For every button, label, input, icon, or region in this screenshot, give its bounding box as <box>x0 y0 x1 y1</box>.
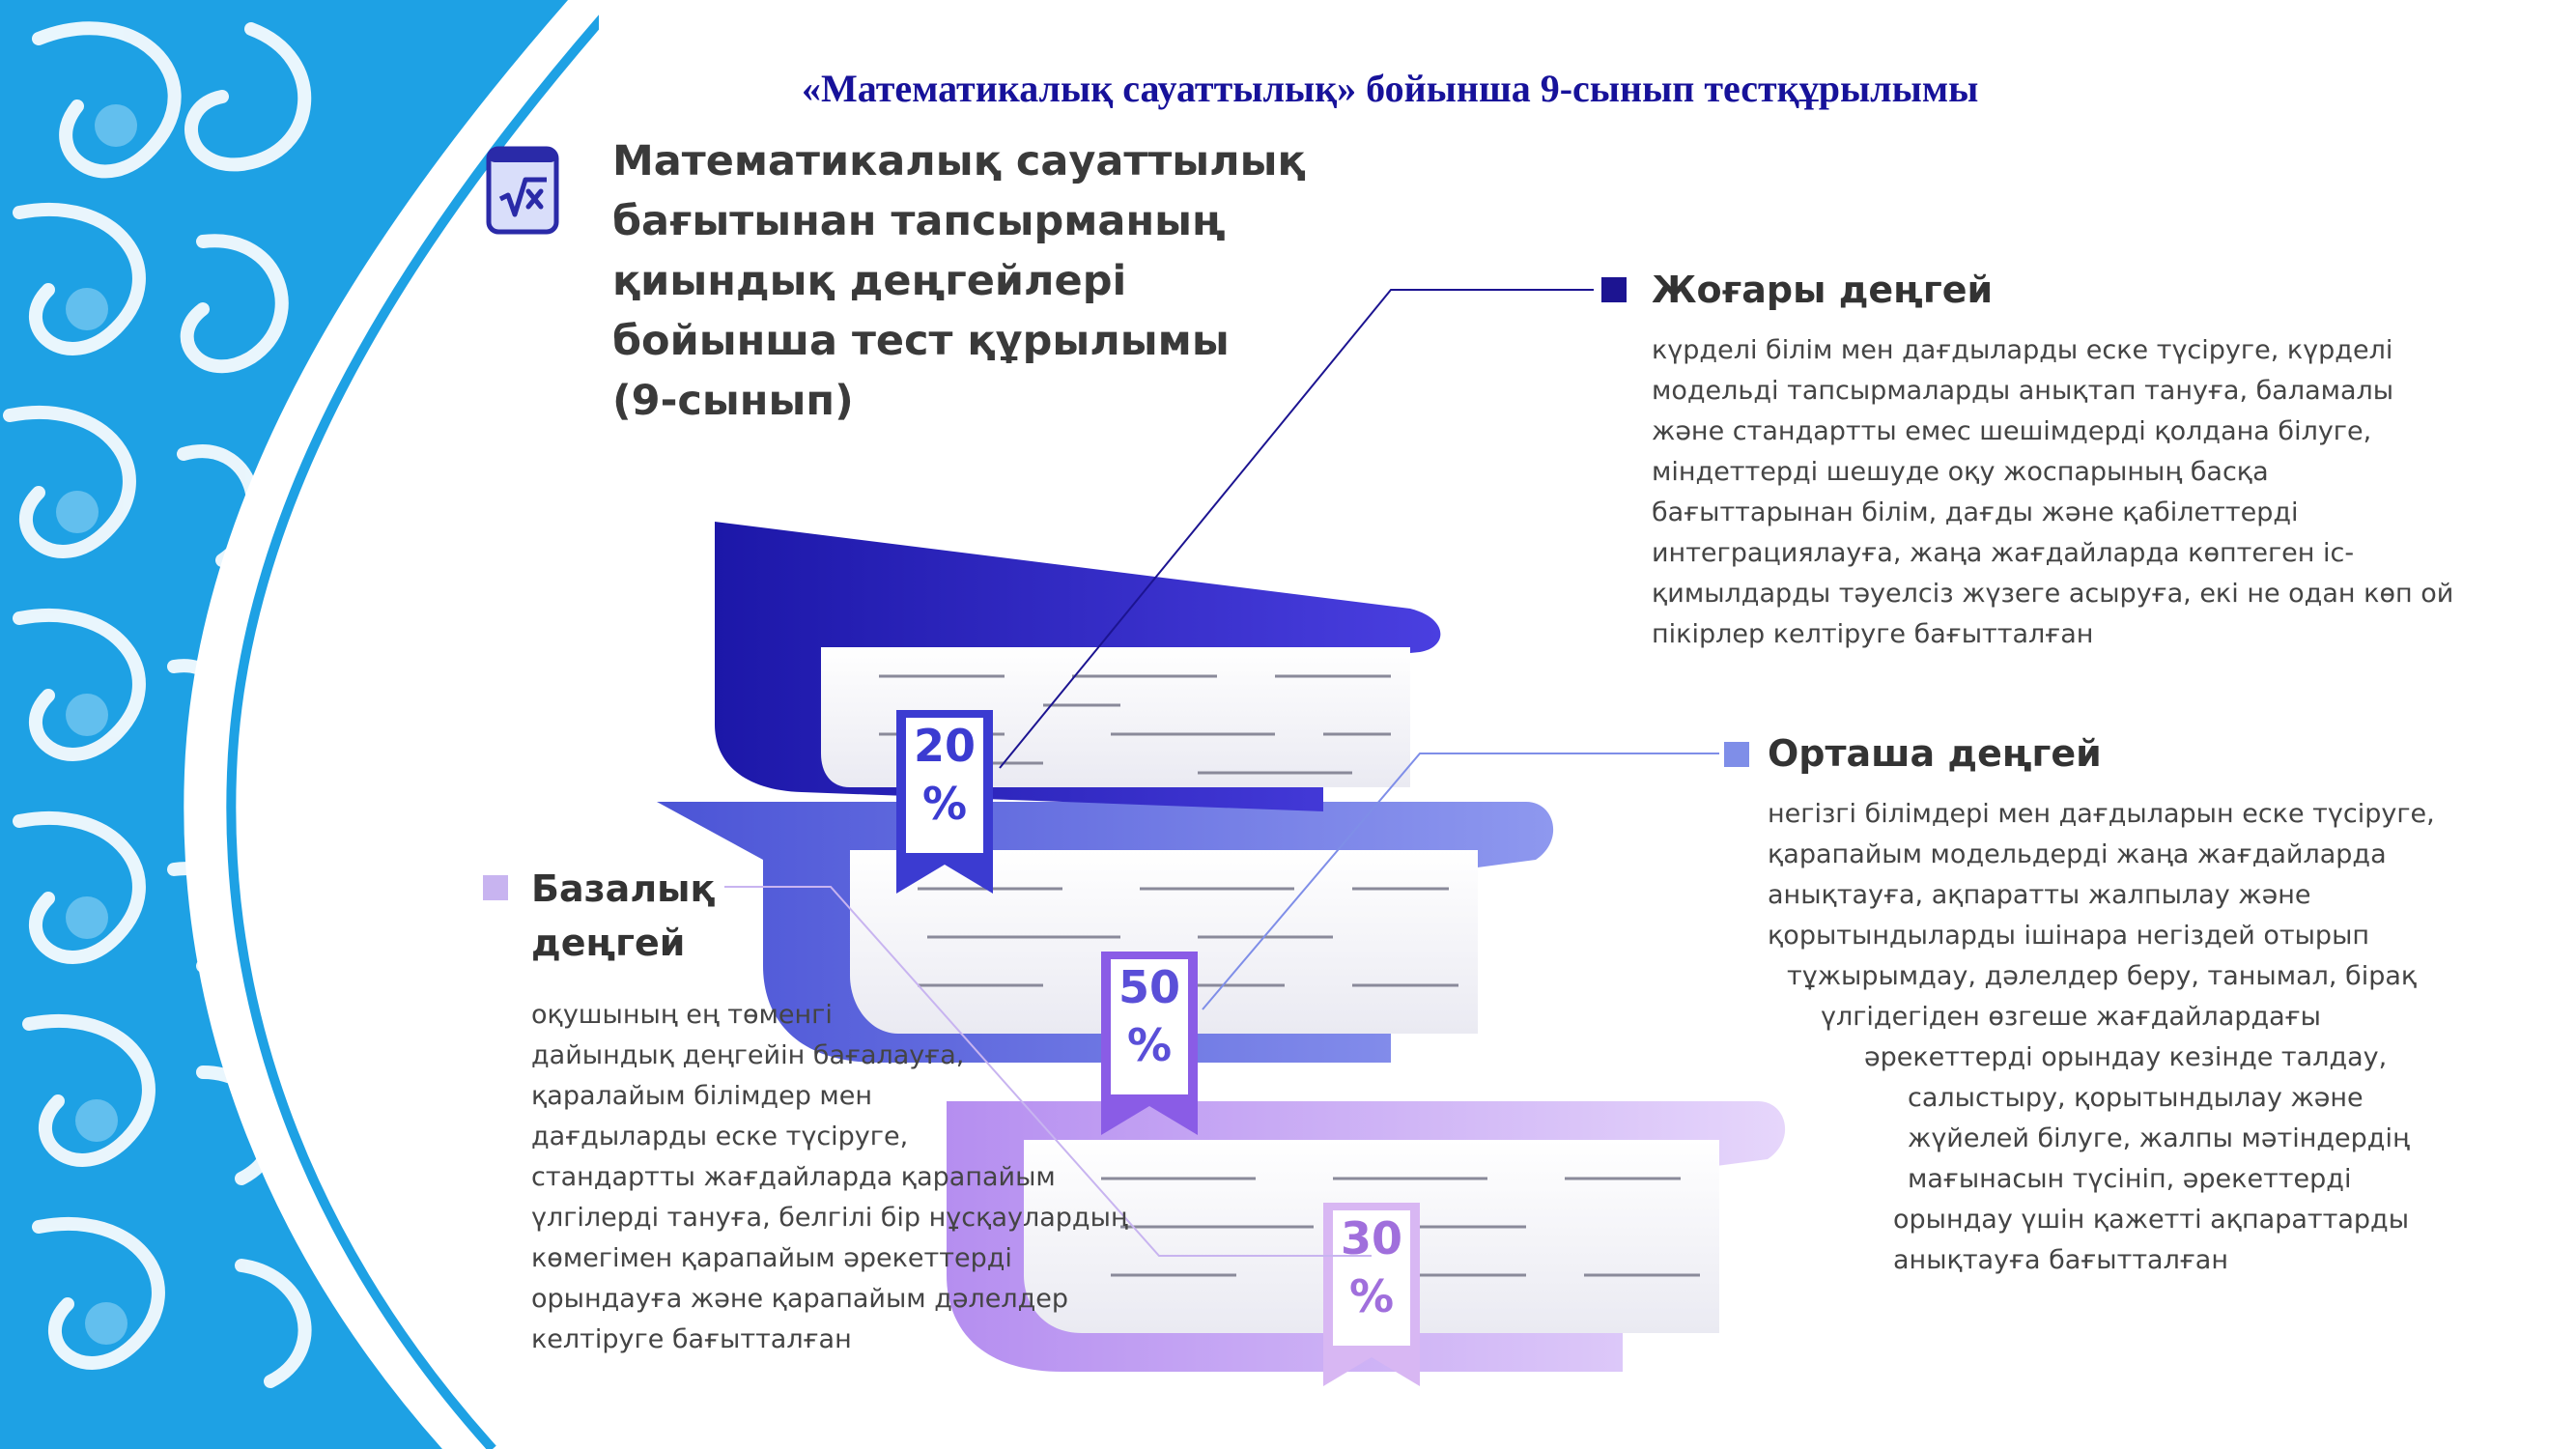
heading-line: қиындық деңгейлері <box>612 257 1127 305</box>
percent-sign-medium: % <box>1126 1019 1173 1071</box>
description-line: анықтауға, ақпаратты жалпылау және <box>1768 880 2311 910</box>
description-line: келтіруге бағытталған <box>531 1324 852 1354</box>
level-title-basic: Базалық деңгей <box>531 862 715 970</box>
level-description-basic: оқушының ең төменгі дайындық деңгейін ба… <box>531 995 1130 1360</box>
description-line: қарапайым модельдерді жаңа жағдайларда <box>1768 839 2387 869</box>
description-line: мағынасын түсініп, әрекеттерді <box>1908 1164 2352 1194</box>
bullet-medium <box>1724 742 1749 767</box>
level-title-line: Базалық <box>531 867 716 910</box>
level-title-medium: Орташа деңгей <box>1768 732 2102 775</box>
description-line: жүйелей білуге, жалпы мәтіндердің <box>1908 1123 2410 1153</box>
bullet-basic <box>483 875 508 900</box>
bookmark-ribbon-icon <box>1323 1203 1420 1386</box>
ornament-border <box>0 0 599 1449</box>
ribbon-medium: 50 % <box>1101 952 1198 1135</box>
ribbon-high: 20 % <box>896 710 993 894</box>
ribbon-basic: 30 % <box>1323 1203 1420 1386</box>
percent-sign-basic: % <box>1348 1270 1395 1322</box>
bullet-high <box>1601 277 1627 302</box>
description-line: үлгілерді тануға, белгілі бір нұсқаулард… <box>531 1203 1128 1233</box>
description-line: салыстыру, қорытындылау және <box>1908 1083 2364 1113</box>
description-line: дағдыларды еске түсіруге, <box>531 1122 909 1151</box>
description-line: негізгі білімдері мен дағдыларын еске тү… <box>1768 799 2435 829</box>
description-line: стандартты жағдайларда қарапайым <box>531 1162 1056 1192</box>
description-line: күрделі білім мен дағдыларды еске түсіру… <box>1652 335 2393 365</box>
percent-sign-high: % <box>921 778 968 830</box>
square-root-x-icon <box>486 146 559 235</box>
bookmark-ribbon-icon <box>1101 952 1198 1135</box>
description-line: әрекеттерді орындау кезінде талдау, <box>1864 1042 2388 1072</box>
level-description-medium: негізгі білімдері мен дағдыларын еске тү… <box>1768 794 2521 1281</box>
description-line: үлгідегіден өзгеше жағдайлардағы <box>1821 1002 2321 1032</box>
heading-line: (9-сынып) <box>612 377 854 425</box>
description-line: қорытындыларды ішінара негіздей отырып <box>1768 921 2370 951</box>
percent-value-high: 20 <box>913 720 976 772</box>
main-heading: Математикалық сауаттылық бағытынан тапсы… <box>612 131 1346 431</box>
description-line: анықтауға бағытталған <box>1893 1245 2228 1275</box>
level-description-high: күрделі білім мен дағдыларды еске түсіру… <box>1652 330 2521 655</box>
percent-value-medium: 50 <box>1118 961 1180 1013</box>
description-line: бағыттарынан білім, дағды және қабілетте… <box>1652 497 2299 527</box>
description-line: пікірлер келтіруге бағытталған <box>1652 619 2094 649</box>
description-line: міндеттерді шешуде оқу жоспарының басқа <box>1652 457 2269 487</box>
description-line: қаралайым білімдер мен <box>531 1081 873 1111</box>
description-line: тұжырымдау, дәлелдер беру, танымал, біра… <box>1787 961 2418 991</box>
bookmark-ribbon-icon <box>896 710 993 894</box>
heading-line: бағытынан тапсырманың <box>612 197 1226 245</box>
slide-title: «Математикалық сауаттылық» бойынша 9-сын… <box>802 67 1979 110</box>
level-title-line: деңгей <box>531 922 686 964</box>
description-line: қимылдарды тәуелсіз жүзеге асыруға, екі … <box>1652 579 2454 609</box>
description-line: орындау үшін қажетті ақпараттарды <box>1893 1205 2410 1235</box>
description-line: интеграциялауға, жаңа жағдайларда көптег… <box>1652 538 2355 568</box>
description-line: оқушының ең төменгі <box>531 1000 833 1030</box>
description-line: көмегімен қарапайым әрекеттерді <box>531 1243 1012 1273</box>
description-line: модельді тапсырмаларды анықтап тануға, б… <box>1652 376 2394 406</box>
heading-line: бойынша тест құрылымы <box>612 317 1230 365</box>
book-medium <box>657 802 1554 1063</box>
description-line: дайындық деңгейін бағалауға, <box>531 1040 965 1070</box>
level-title-high: Жоғары деңгей <box>1652 269 1994 311</box>
heading-line: Математикалық сауаттылық <box>612 137 1306 185</box>
description-line: орындауға және қарапайым дәлелдер <box>531 1284 1069 1314</box>
description-line: және стандартты емес шешімдерді қолдана … <box>1652 416 2372 446</box>
